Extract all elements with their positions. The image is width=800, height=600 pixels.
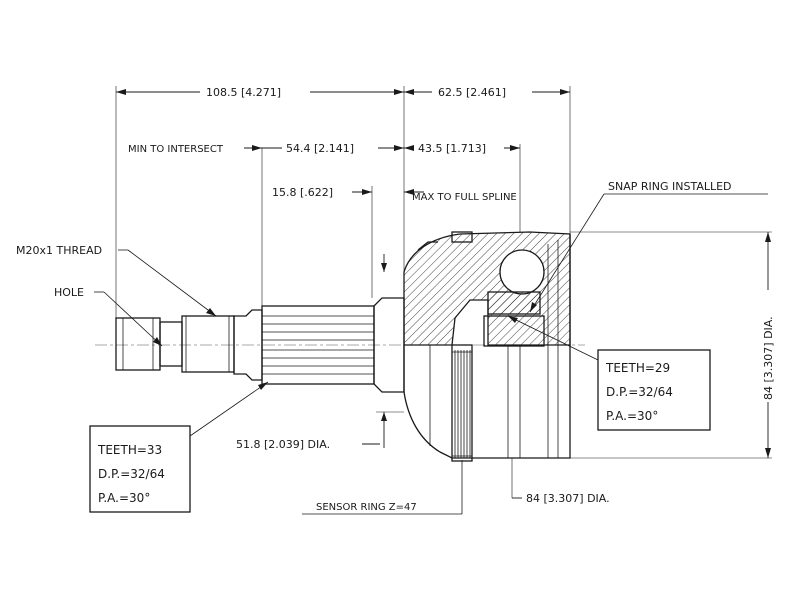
spline-lines <box>262 315 374 375</box>
callout-hole: HOLE <box>54 286 84 299</box>
dim-overall-left: 108.5 [4.271] <box>206 86 281 99</box>
callout-thread: M20x1 THREAD <box>16 244 102 257</box>
spec-left-pa: P.A.=30° <box>98 491 150 505</box>
spec-box-left: TEETH=33 D.P.=32/64 P.A.=30° <box>89 425 191 513</box>
dim-overall-right: 62.5 [2.461] <box>438 86 506 99</box>
callout-snap-ring: SNAP RING INSTALLED <box>608 180 732 193</box>
spec-box-right: TEETH=29 D.P.=32/64 P.A.=30° <box>597 349 711 431</box>
min-to-intersect-label: MIN TO INTERSECT <box>128 144 224 155</box>
spec-left-teeth: TEETH=33 <box>97 443 162 457</box>
dim-intersect-right: 43.5 [1.713] <box>418 142 486 155</box>
stub-shaft <box>115 297 405 393</box>
dim-max-spline: 15.8 [.622] <box>272 186 333 199</box>
spec-left-dp: D.P.=32/64 <box>98 467 165 481</box>
dim-housing-dia-vertical: 84 [3.307] DIA. <box>762 316 775 400</box>
ball-bearing <box>499 249 545 295</box>
spec-right-dp: D.P.=32/64 <box>606 385 673 399</box>
outer-housing <box>403 231 571 459</box>
dim-housing-dia-bottom: 84 [3.307] DIA. <box>526 492 610 505</box>
callout-sensor-ring: SENSOR RING Z=47 <box>316 502 417 513</box>
sensor-ring <box>451 344 473 462</box>
cage <box>487 291 541 315</box>
dim-shaft-dia: 51.8 [2.039] DIA. <box>236 438 330 451</box>
spec-right-pa: P.A.=30° <box>606 409 658 423</box>
spec-right-teeth: TEETH=29 <box>605 361 670 375</box>
dim-min-to-intersect: 54.4 [2.141] <box>286 142 354 155</box>
max-to-full-spline-label: MAX TO FULL SPLINE <box>412 192 517 203</box>
